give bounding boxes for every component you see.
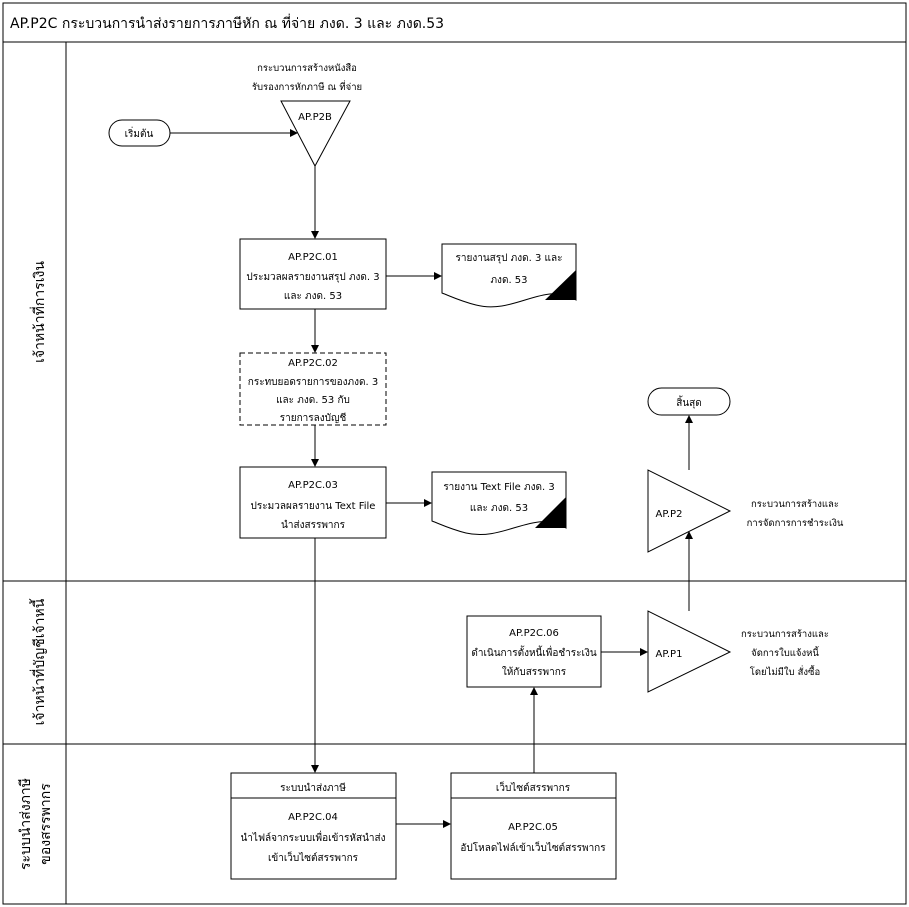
c01-line-2: และ ภงด. 53 xyxy=(284,291,342,302)
c03-code: AP.P2C.03 xyxy=(288,480,338,491)
c01-code: AP.P2C.01 xyxy=(288,252,338,263)
p2b-note-1: กระบวนการสร้างหนังสือ xyxy=(257,63,357,74)
c05-header: เว็บไซต์สรรพากร xyxy=(496,780,571,794)
p2-note-2: การจัดการการชำระเงิน xyxy=(747,518,844,529)
c02-code: AP.P2C.02 xyxy=(288,358,338,369)
lane-label-ap: เจ้าหน้าที่บัญชีเจ้าหนี้ xyxy=(29,598,48,725)
c04-header: ระบบนำส่งภาษี xyxy=(280,782,346,794)
process-c01 xyxy=(239,238,387,310)
process-c05 xyxy=(450,772,617,880)
c03-line-1: ประมวลผลรายงาน Text File xyxy=(251,501,376,512)
c04-code: AP.P2C.04 xyxy=(288,812,338,823)
process-c06 xyxy=(466,615,602,688)
c02-line-2: และ ภงด. 53 กับ xyxy=(276,395,350,406)
c05-code: AP.P2C.05 xyxy=(508,822,558,833)
p2-note-1: กระบวนการสร้างและ xyxy=(751,499,839,510)
p1-code: AP.P1 xyxy=(656,649,683,660)
c05-line-1: อัปโหลดไฟล์เข้าเว็บไซต์สรรพากร xyxy=(460,840,606,854)
c06-line-1: ดำเนินการตั้งหนี้เพื่อชำระเงิน xyxy=(471,645,597,659)
start-label: เริ่มต้น xyxy=(125,126,154,140)
process-c02 xyxy=(239,352,387,426)
doc2-line-1: รายงาน Text File ภงด. 3 xyxy=(443,482,554,493)
end-label: สิ้นสุด xyxy=(676,395,702,409)
doc2-line-2: และ ภงด. 53 xyxy=(470,503,528,514)
p2-code: AP.P2 xyxy=(656,509,683,520)
diagram-title: AP.P2C กระบวนการนำส่งรายการภาษีหัก ณ ที่… xyxy=(10,14,444,32)
c02-line-1: กระทบยอดรายการของภงด. 3 xyxy=(248,377,378,388)
doc1-line-1: รายงานสรุป ภงด. 3 และ xyxy=(456,253,563,264)
lane-label-finance: เจ้าหน้าที่การเงิน xyxy=(30,261,48,363)
c06-code: AP.P2C.06 xyxy=(509,628,559,639)
p2b-note-2: รับรองการหักภาษี ณ ที่จ่าย xyxy=(252,80,362,93)
c06-line-2: ให้กับสรรพากร xyxy=(502,666,567,678)
p2b-code: AP.P2B xyxy=(298,112,332,123)
offpage-p1 xyxy=(647,610,732,693)
p1-note-2: จัดการใบแจ้งหนี้ xyxy=(751,646,819,659)
lane-label-system-2: ของสรรพากร xyxy=(38,783,54,865)
doc1-line-2: ภงด. 53 xyxy=(490,275,527,286)
c04-line-2: เข้าเว็บไซต์สรรพากร xyxy=(268,850,359,864)
lane-label-system-1: ระบบนำส่งภาษี xyxy=(18,778,34,870)
process-c04 xyxy=(230,772,397,880)
p1-note-3: โดยไม่มีใบ สั่งซื้อ xyxy=(750,665,820,678)
document-corner-mark xyxy=(535,497,566,528)
document-corner-mark xyxy=(545,270,576,300)
c02-line-3: รายการลงบัญชี xyxy=(280,412,347,424)
offpage-p2b xyxy=(280,100,351,168)
c04-line-1: นำไฟล์จากระบบเพื่อเข้ารหัสนำส่ง xyxy=(240,830,385,844)
c03-line-2: นำส่งสรรพากร xyxy=(281,520,346,531)
p1-note-1: กระบวนการสร้างและ xyxy=(741,629,829,640)
c01-line-1: ประมวลผลรายงานสรุป ภงด. 3 xyxy=(246,272,379,283)
process-c03 xyxy=(239,466,387,539)
